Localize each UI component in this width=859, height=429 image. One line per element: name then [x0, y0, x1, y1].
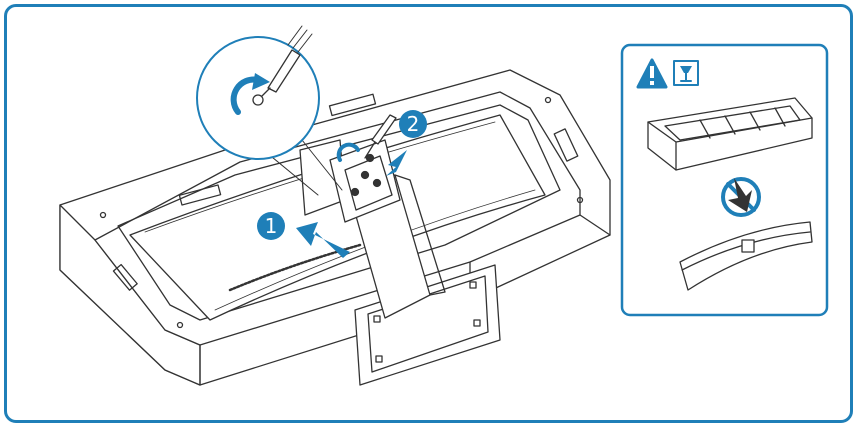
caution-panel	[620, 43, 829, 317]
zoom-callout	[196, 25, 343, 196]
fragile-glass-icon	[673, 60, 699, 86]
hinge-bracket	[329, 139, 401, 223]
rotate-arrow-icon	[336, 142, 360, 162]
step-badge-2: 2	[399, 110, 427, 138]
warning-triangle-icon	[636, 58, 668, 89]
monitor-panel-upright	[679, 221, 813, 291]
foam-insert	[647, 97, 813, 171]
push-arrow-icon	[296, 222, 350, 258]
no-drop-icon	[721, 177, 761, 217]
step-number-1: 1	[265, 214, 278, 238]
step-badge-1: 1	[257, 212, 285, 240]
screwdriver-icon	[364, 114, 397, 159]
insert-arrow-icon	[386, 150, 407, 176]
step-number-2: 2	[407, 112, 420, 136]
diagram-frame	[4, 4, 853, 423]
stand-base	[354, 264, 501, 386]
